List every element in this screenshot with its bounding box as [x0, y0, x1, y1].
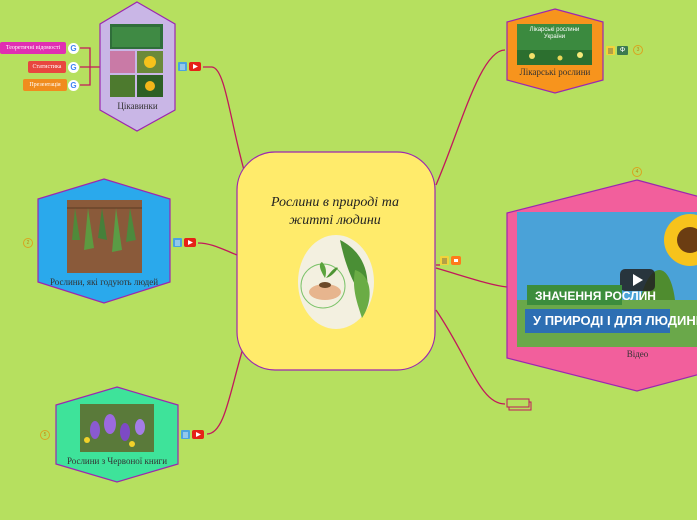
empty-topic[interactable] — [506, 398, 530, 408]
video-play-icon — [633, 274, 643, 286]
godujut-number-badge: 2 — [23, 238, 33, 248]
connector-cikavynky — [203, 66, 245, 171]
video-line2: У ПРИРОДІ І ДЛЯ ЛЮДИНИ — [533, 313, 697, 328]
likarski-attachment-icons[interactable] — [606, 46, 628, 55]
link-statistics[interactable]: Статистика — [28, 61, 66, 73]
video-line1: ЗНАЧЕННЯ РОСЛИН — [535, 289, 656, 303]
cikavynky-label: Цікавинки — [117, 101, 158, 111]
likarski-number-badge: 3 — [633, 45, 643, 55]
connector-chervona — [206, 344, 245, 435]
chervona-label: Рослини з Червоної книги — [66, 456, 168, 466]
chervona-crocuses — [84, 414, 145, 447]
connector-empty — [435, 309, 506, 405]
connector-links — [80, 47, 102, 86]
cikavynky-attachment-icons[interactable] — [178, 62, 201, 71]
likarski-thumb-title: Лікарські рослини України — [529, 27, 580, 40]
video-label: Відео — [626, 349, 649, 359]
godujut-label: Рослини, які годують людей — [49, 277, 159, 287]
godujut-attachment-icons[interactable] — [173, 238, 196, 247]
connectors — [80, 47, 508, 435]
video-number-badge: 4 — [632, 167, 642, 177]
google-icon[interactable]: G — [68, 80, 79, 91]
godujut-herbs — [67, 207, 142, 252]
center-image-leaves — [300, 240, 370, 318]
cikavynky-collage — [110, 24, 163, 97]
likarski-label: Лікарські рослини — [519, 67, 591, 77]
google-icon[interactable]: G — [68, 43, 79, 54]
connector-likarski — [435, 49, 506, 186]
video-sunflower — [640, 214, 697, 300]
connector-video — [435, 267, 508, 288]
chervona-number-badge: 5 — [40, 430, 50, 440]
center-attachment-icons[interactable] — [440, 256, 461, 265]
likarski-doc-icon: Ф — [619, 47, 626, 54]
link-presentation[interactable]: Презентація — [23, 79, 67, 91]
link-theory[interactable]: Теоретичні відомості — [0, 42, 66, 54]
connector-godujut — [197, 242, 238, 256]
google-icon[interactable]: G — [68, 62, 79, 73]
center-title: Рослини в природі та житті людини — [271, 195, 399, 228]
chervona-attachment-icons[interactable] — [181, 430, 204, 439]
